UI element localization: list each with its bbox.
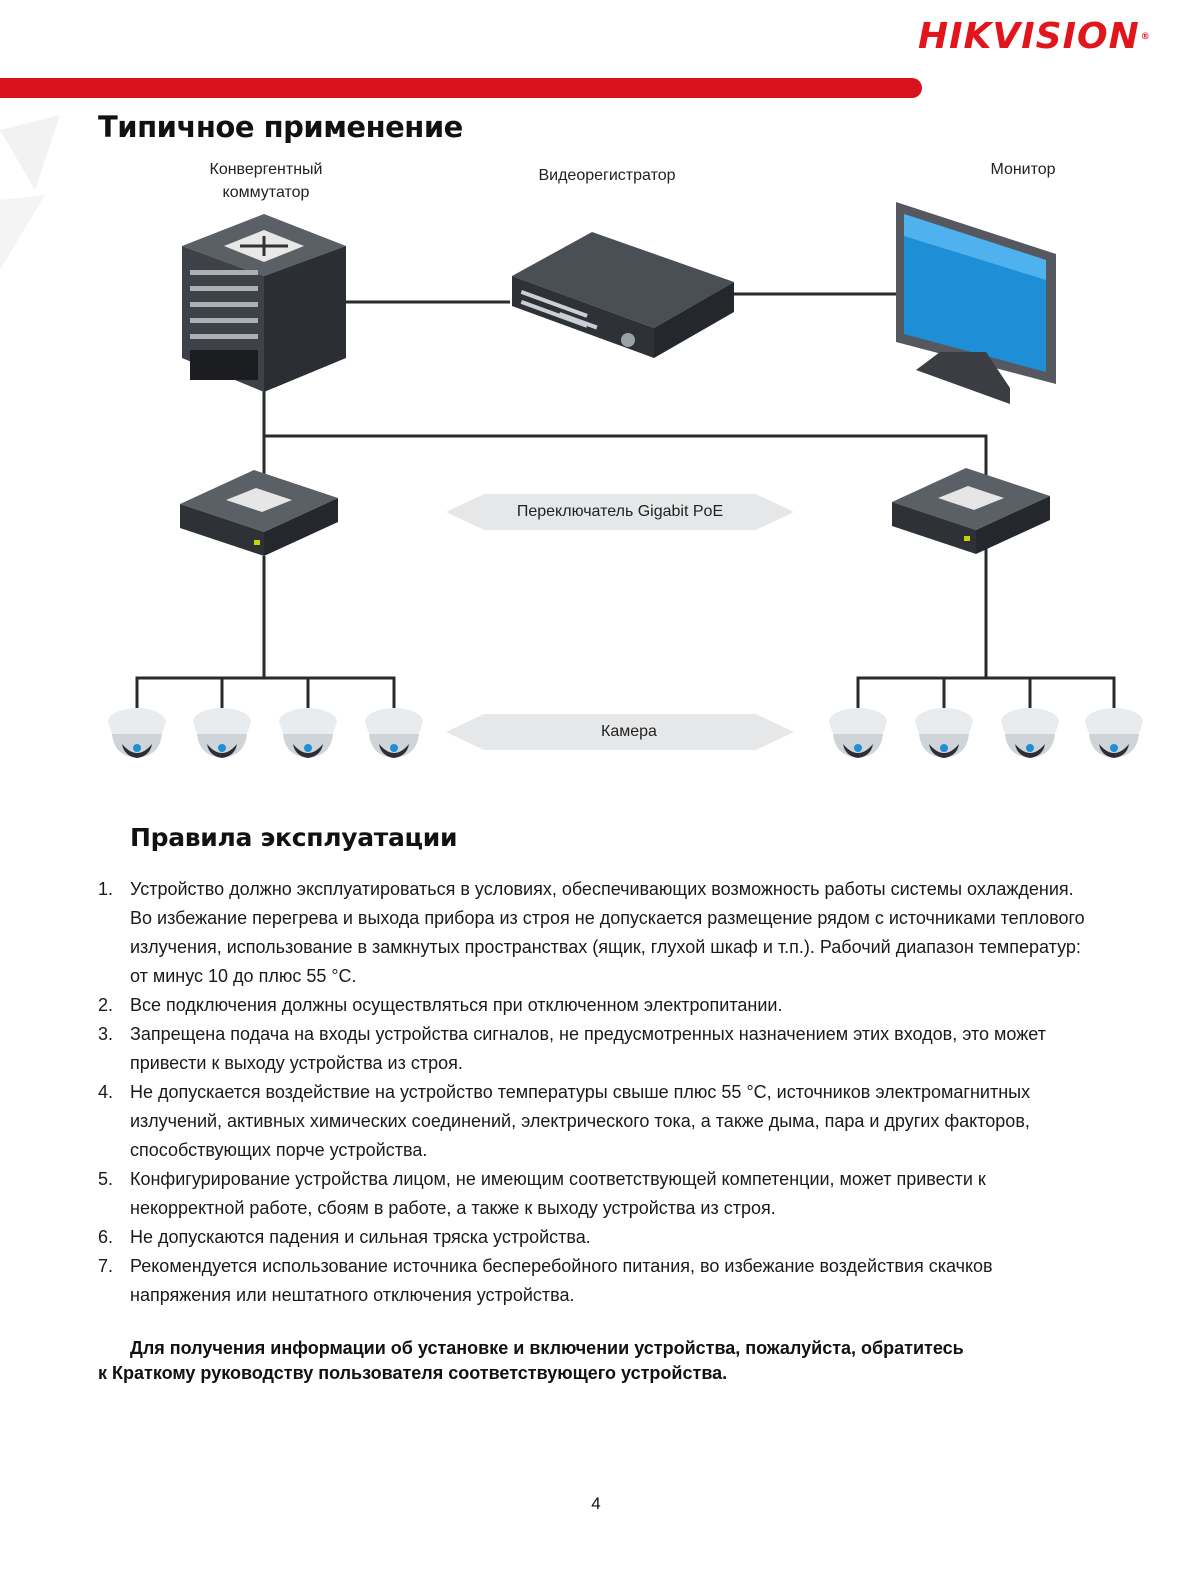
dome-camera-icon	[365, 708, 423, 758]
network-diagram	[108, 202, 1143, 758]
dome-camera-icon	[193, 708, 251, 758]
page-number: 4	[591, 1494, 601, 1513]
dome-camera-icon	[1085, 708, 1143, 758]
rule-item: 2.Все подключения должны осуществляться …	[98, 995, 783, 1015]
note-line-2: к Краткому руководству пользователя соот…	[98, 1363, 728, 1383]
logo-wordmark: HIKVISION®	[918, 16, 1151, 57]
label-core-switch: Конвергентный коммутатор	[209, 161, 323, 201]
dome-camera-icon	[108, 708, 166, 758]
rule-item: 1.Устройство должно эксплуатироваться в …	[98, 879, 1085, 986]
dome-camera-icon	[1001, 708, 1059, 758]
installation-note: Для получения информации об установке и …	[98, 1336, 1098, 1386]
poe-switch-icon-right	[892, 468, 1050, 554]
label-nvr: Видеорегистратор	[538, 167, 676, 184]
nvr-icon	[512, 232, 734, 358]
dome-camera-icon	[915, 708, 973, 758]
decorative-watermark-shape	[0, 115, 60, 270]
section-title: Правила эксплуатации	[130, 823, 458, 852]
rule-item: 7.Рекомендуется использование источника …	[98, 1256, 993, 1305]
camera-label-arrow	[446, 714, 794, 750]
rule-item: 6.Не допускаются падения и сильная тряск…	[98, 1227, 591, 1247]
connection-lines	[135, 292, 1116, 708]
label-poe-switch: Переключатель Gigabit PoE	[516, 503, 724, 520]
rules-list: 1.Устройство должно эксплуатироваться в …	[98, 875, 1098, 1310]
header-red-bar	[0, 78, 922, 98]
dome-camera-icon	[829, 708, 887, 758]
poe-switch-icon-left	[180, 470, 338, 556]
core-switch-icon	[182, 214, 346, 392]
rule-item: 3.Запрещена подача на входы устройства с…	[98, 1024, 1046, 1073]
monitor-icon	[896, 202, 1056, 404]
note-line-1: Для получения информации об установке и …	[130, 1338, 964, 1358]
label-monitor: Монитор	[990, 161, 1056, 178]
poe-switch-label-arrow	[446, 494, 794, 530]
label-camera: Камера	[601, 723, 657, 740]
dome-camera-icon	[279, 708, 337, 758]
dome-camera-icons	[108, 708, 1143, 758]
rule-item: 5.Конфигурирование устройства лицом, не …	[98, 1169, 986, 1218]
rule-item: 4.Не допускается воздействие на устройст…	[98, 1082, 1031, 1160]
page-title: Типичное применение	[98, 110, 463, 144]
